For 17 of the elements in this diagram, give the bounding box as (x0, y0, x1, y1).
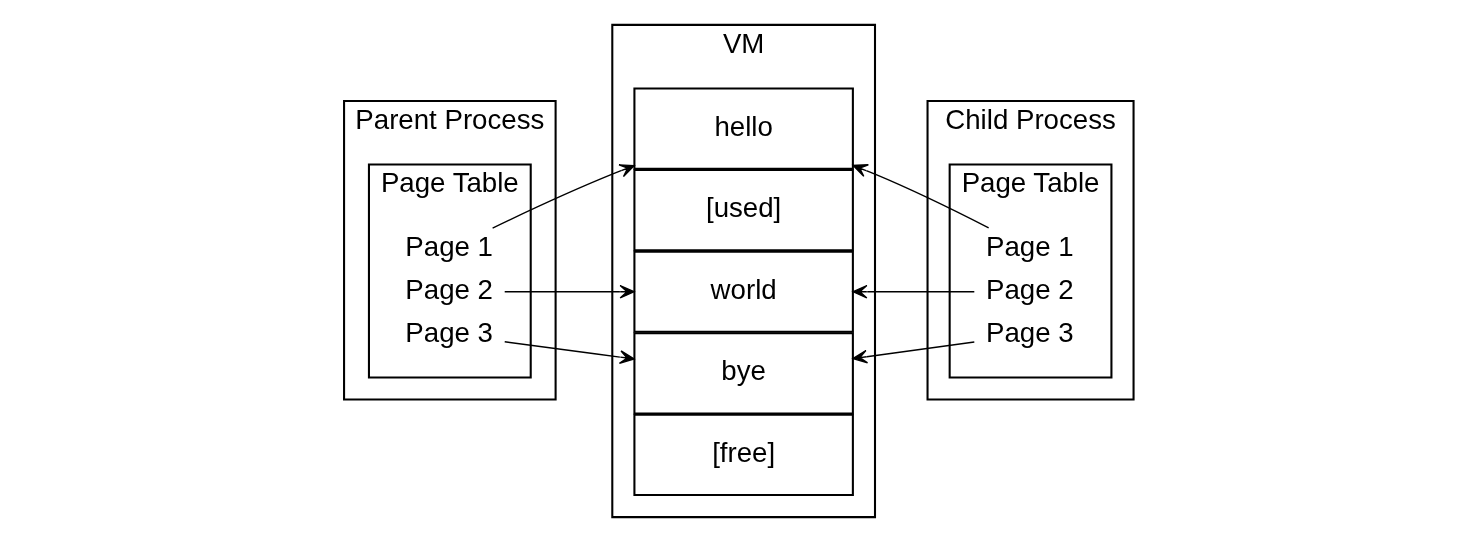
node-text: Page 2 (986, 273, 1074, 305)
node-text: Page 3 (405, 316, 493, 348)
node-box: world (633, 250, 854, 333)
node-text: Page 1 (986, 230, 1074, 262)
arrow (852, 284, 975, 299)
arrow (491, 164, 635, 229)
arrow (504, 341, 635, 364)
node-box: [free] (633, 413, 854, 497)
arrow (852, 164, 990, 229)
node-box: [used] (633, 169, 854, 252)
arrow (852, 341, 975, 364)
node-text: Page 3 (986, 316, 1074, 348)
node-box: hello (633, 87, 854, 170)
arrow (504, 284, 635, 299)
node-text: Page 2 (405, 273, 493, 305)
node-text: Page 1 (405, 230, 493, 262)
node-box: bye (633, 332, 854, 415)
